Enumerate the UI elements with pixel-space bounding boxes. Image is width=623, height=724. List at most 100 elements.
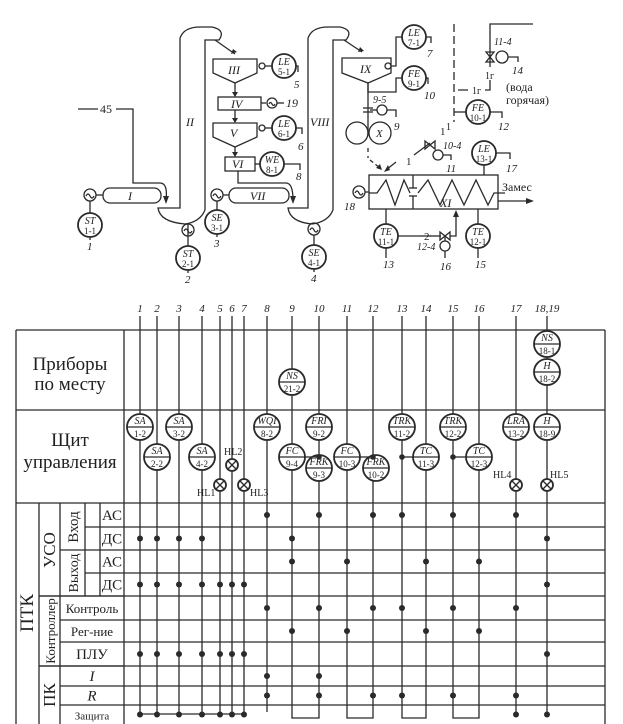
loop-number: 15 <box>475 259 487 271</box>
instrument-code: 21-2 <box>284 384 301 394</box>
signal-dot <box>423 628 429 634</box>
section-label-panel-1: Щит <box>51 430 89 451</box>
signal-dot <box>289 628 295 634</box>
column-number: 6 <box>229 303 235 315</box>
column-number: 11 <box>342 303 352 315</box>
signal-dot <box>399 605 405 611</box>
loop-number: 9 <box>394 121 400 133</box>
loop-number: 10 <box>424 90 436 102</box>
row-label: I <box>89 669 96 685</box>
signal-dot <box>476 558 482 565</box>
signal-dot <box>370 605 376 611</box>
sensor-letters: FE <box>407 69 420 80</box>
control-table: Приборы по месту Щит управления ПТК УСО … <box>15 303 606 724</box>
apparatus-label: II <box>185 115 195 129</box>
apparatus-V <box>212 122 258 148</box>
hot-water-line-label: 1г <box>472 86 481 97</box>
loop-connector <box>452 712 480 719</box>
sensor-code: 6-1 <box>278 129 290 139</box>
instrument-code: 18-9 <box>539 429 556 439</box>
output-label: Замес <box>502 180 532 194</box>
signal-dot <box>370 692 376 699</box>
arrow-icon <box>232 118 238 123</box>
actuator-icon <box>432 149 444 161</box>
sensor-letters: ST <box>183 249 195 260</box>
sensor-code: 9-1 <box>408 79 420 89</box>
loop-number: 8 <box>296 171 302 183</box>
instrument-code: 13-2 <box>508 429 525 439</box>
apparatus-III <box>212 58 258 84</box>
signal-dot <box>176 711 182 718</box>
signal-lamp: HL1 <box>197 478 227 499</box>
process-scheme: 45 I II III IV 19 V <box>77 23 549 286</box>
signal-dot <box>316 673 322 679</box>
signal-dot <box>154 581 160 588</box>
loop-number: 11 <box>446 163 456 175</box>
instrument-code: 8-2 <box>261 429 273 439</box>
loop-number: 19 <box>286 96 298 110</box>
loop-number: 7 <box>427 48 433 60</box>
instrument-letters: FC <box>285 446 299 457</box>
instrument-code: 9-4 <box>286 459 298 469</box>
feed-label: 45 <box>100 102 112 116</box>
actuator-code: 10-4 <box>443 141 461 152</box>
apparatus-II <box>179 26 222 210</box>
instrument: SA1-2 <box>126 413 154 441</box>
signal-dot <box>154 535 160 542</box>
loop-number: 14 <box>512 65 524 77</box>
sensor-code: 1-1 <box>84 226 96 236</box>
field-sensor: LE7-17 <box>401 24 433 60</box>
apparatus-label: VII <box>250 189 266 203</box>
motor-icon <box>181 223 195 237</box>
sensor-code: 7-1 <box>408 38 420 48</box>
group-label-pk: ПК <box>40 683 59 707</box>
signal-lamp: HL5 <box>540 470 568 492</box>
signal-dot <box>289 535 295 542</box>
signal-dot <box>289 558 295 565</box>
sensor-letters: TE <box>380 227 392 238</box>
loop-number: 2 <box>185 274 191 286</box>
signal-dot <box>264 692 270 699</box>
instrument-letters: TRK <box>444 416 464 427</box>
signal-dot <box>137 711 143 718</box>
arrow-icon <box>453 210 459 217</box>
row-label: ПЛУ <box>76 647 108 663</box>
arrow-icon <box>232 92 238 97</box>
apparatus-label: I <box>127 189 133 203</box>
column-number: 13 <box>397 303 409 315</box>
arrow-icon <box>526 198 534 204</box>
sensor-code: 5-1 <box>278 67 290 77</box>
loop-number: 17 <box>506 163 518 175</box>
field-sensor: ST2-12 <box>175 245 201 286</box>
column-number: 17 <box>511 303 523 315</box>
signal-dot <box>176 581 182 588</box>
table-instruments: NS21-2NS18-1H18-2SA1-2SA2-2SA3-2SA4-2WQI… <box>126 330 568 499</box>
steam-label: 1 <box>406 156 412 168</box>
signal-dot <box>399 512 405 518</box>
hot-water-label-line1: (вода <box>506 80 533 94</box>
row-label: R <box>86 689 96 705</box>
hot-water-line-label: 1г <box>485 71 494 82</box>
section-label-field-1: Приборы <box>33 354 108 375</box>
signal-dot <box>199 535 205 542</box>
tilde-icon <box>212 193 222 199</box>
field-sensor: LE6-16 <box>271 115 304 153</box>
signal-lamp: HL2 <box>224 447 242 472</box>
instrument-code: 10-2 <box>368 470 385 480</box>
instrument-code: 4-2 <box>196 459 208 469</box>
instrument-code: 12-3 <box>471 459 488 469</box>
signal-dot <box>370 512 376 518</box>
loop-number: 3 <box>213 238 220 250</box>
column-number: 14 <box>421 303 433 315</box>
arrow-icon <box>232 152 238 157</box>
loop-number: 12 <box>498 121 510 133</box>
signal-dot <box>264 673 270 679</box>
signal-dot <box>476 628 482 634</box>
lamp-label: HL3 <box>250 488 268 499</box>
sensor-letters: ST <box>85 216 97 227</box>
signal-dot <box>199 581 205 588</box>
